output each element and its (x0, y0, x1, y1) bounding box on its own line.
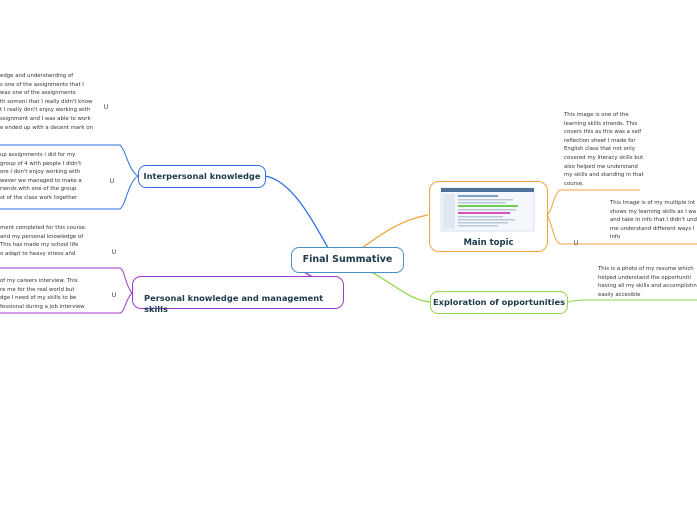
note-personal-interview: of my careers interview. This re me for … (0, 278, 85, 310)
note-interpersonal-top: edge and understanding of s one of the a… (0, 73, 93, 131)
main-topic-node[interactable]: Main topic (429, 181, 548, 252)
note-resume: This is a photo of my resume which helpe… (598, 266, 697, 298)
exploration-node[interactable]: Exploration of opportunities (430, 291, 568, 314)
main-topic-label: Main topic (463, 238, 514, 248)
exploration-label: Exploration of opportunities (432, 297, 566, 307)
connector-interpersonal-top (0, 144, 139, 177)
attachment-icon[interactable]: ∪ (111, 247, 117, 256)
note-personal-course: ment completed for this course. and my p… (0, 225, 87, 257)
attachment-icon[interactable]: ∪ (111, 290, 117, 299)
note-multiple-intelligences: This Image is of my multiple int shows m… (610, 200, 697, 241)
connector-personal-bottom (0, 292, 133, 314)
connector-interpersonal-bottom (0, 175, 139, 210)
attachment-icon[interactable]: ∪ (573, 238, 579, 247)
attachment-icon[interactable]: ∪ (103, 102, 109, 111)
connector-main-note-2 (546, 214, 697, 245)
connector-exploration-note (567, 299, 697, 303)
interpersonal-label: Interpersonal knowledge (143, 171, 261, 181)
interpersonal-node[interactable]: Interpersonal knowledge (138, 165, 266, 188)
connector-exploration (367, 269, 431, 303)
personal-label: Personal knowledge and management skills (144, 293, 324, 314)
note-interpersonal-group: up assignments i did for my group of 4 w… (0, 152, 82, 201)
note-main-image-description: This image is one of the learning skills… (564, 112, 644, 187)
attachment-icon[interactable]: ∪ (109, 176, 115, 185)
central-topic-node[interactable]: Final Summative (291, 247, 404, 273)
personal-node[interactable]: Personal knowledge and management skills (132, 276, 344, 314)
main-topic-image[interactable] (440, 187, 535, 232)
central-topic-label: Final Summative (302, 254, 393, 265)
connector-interpersonal (264, 175, 329, 249)
connector-main-topic (361, 214, 429, 249)
connector-main-note-1 (546, 189, 640, 216)
connector-personal-top (0, 267, 133, 294)
